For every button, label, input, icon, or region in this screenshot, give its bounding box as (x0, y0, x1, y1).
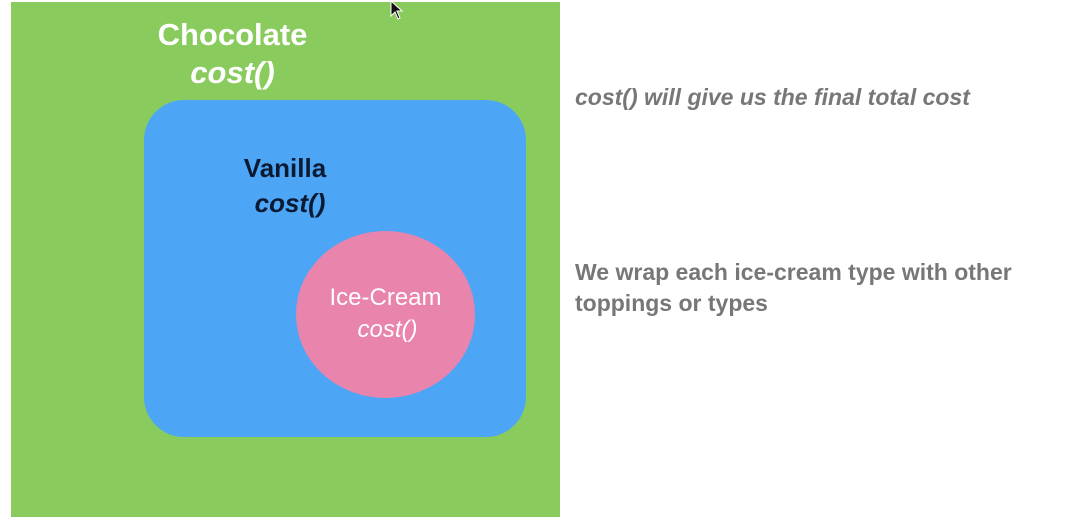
mouse-pointer-icon (390, 0, 404, 20)
chocolate-name: Chocolate (157, 17, 308, 52)
total-cost-note: cost() will give us the final total cost (575, 84, 970, 110)
ice-cream-name: Ice-Cream (329, 284, 442, 311)
chocolate-label: Chocolate cost() (130, 16, 335, 92)
wrap-explanation-note: We wrap each ice-cream type with other t… (575, 259, 1012, 316)
ice-cream-method: cost() (357, 316, 418, 343)
chocolate-method: cost() (190, 55, 275, 90)
vanilla-label: Vanilla cost() (225, 151, 345, 221)
vanilla-name: Vanilla (243, 153, 327, 183)
ice-cream-label: Ice-Cream cost() (296, 282, 475, 346)
ice-cream-core-circle (296, 231, 475, 398)
vanilla-method: cost() (254, 188, 326, 218)
